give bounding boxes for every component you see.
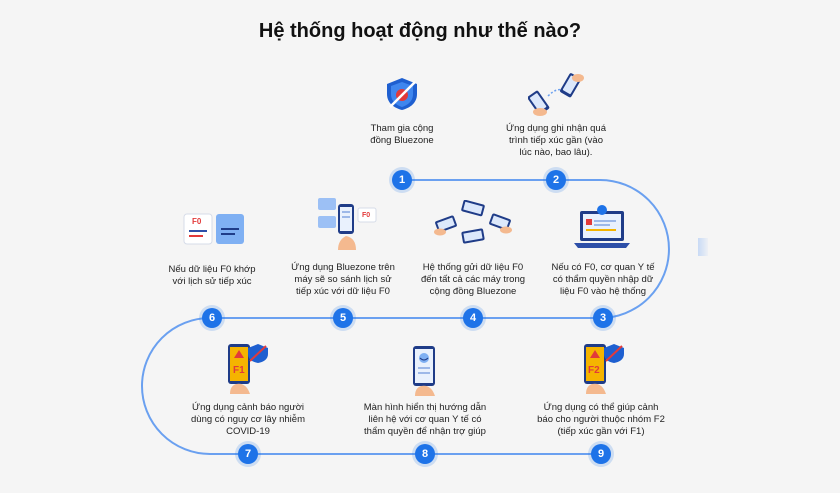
caption-line: Nếu có F0, cơ quan Y tế <box>551 262 655 273</box>
caption-line: liên hệ với cơ quan Y tế có <box>368 414 482 425</box>
caption-line: tiếp xúc với dữ liệu F0 <box>296 286 390 297</box>
caption-line: lúc nào, bao lâu). <box>519 147 593 158</box>
f1-tag: F1 <box>233 365 245 376</box>
caption-line: Hệ thống gửi dữ liệu F0 <box>422 262 524 273</box>
step-4-node: 4 <box>463 308 483 328</box>
f0-tag-small: F0 <box>362 212 370 219</box>
caption-line: đồng Bluezone <box>370 135 434 146</box>
caption-line: liệu F0 vào hệ thống <box>559 286 647 297</box>
step-5-caption: Ứng dụng Bluezone trên máy sẽ so sánh lị… <box>283 262 403 298</box>
step-7-caption: Ứng dụng cảnh báo người dùng có nguy cơ … <box>183 402 313 438</box>
caption-line: báo cho người thuộc nhóm F2 <box>537 414 665 425</box>
caption-line: dùng có nguy cơ lây nhiễm <box>191 414 305 425</box>
caption-line: đến tất cả các máy trong <box>420 274 526 285</box>
step-8-caption: Màn hình hiển thị hướng dẫn liên hệ với … <box>355 402 495 438</box>
step-1-node: 1 <box>392 170 412 190</box>
caption-line: với lịch sử tiếp xúc <box>172 276 252 287</box>
step-6-node: 6 <box>202 308 222 328</box>
caption-line: có thẩm quyền nhập dữ <box>552 274 654 285</box>
caption-line: máy sẽ so sánh lịch sử <box>294 274 392 285</box>
phone-f1-warning-icon: F1 <box>228 344 268 394</box>
step-2-caption: Ứng dụng ghi nhận quá trình tiếp xúc gần… <box>496 123 616 159</box>
caption-line: (tiếp xúc gần với F1) <box>557 426 645 437</box>
caption-line: thẩm quyền để nhận trợ giúp <box>364 426 486 437</box>
caption-line: cộng đồng Bluezone <box>429 286 517 297</box>
caption-line: Nếu dữ liệu F0 khớp <box>168 264 256 275</box>
step-8-node: 8 <box>415 444 435 464</box>
f2-tag: F2 <box>588 365 600 376</box>
bluezone-shield-icon <box>387 78 417 110</box>
step-6-caption: Nếu dữ liệu F0 khớp với lịch sử tiếp xúc <box>152 264 272 288</box>
step-4-caption: Hệ thống gửi dữ liệu F0 đến tất cả các m… <box>413 262 533 298</box>
step-3-caption: Nếu có F0, cơ quan Y tế có thẩm quyền nh… <box>543 262 663 298</box>
caption-line: trình tiếp xúc gần (vào <box>509 135 603 146</box>
caption-line: COVID-19 <box>226 426 270 437</box>
caption-line: Ứng dụng có thể giúp cảnh <box>543 402 659 413</box>
phones-broadcast-icon <box>434 200 512 244</box>
data-match-icon: F0 <box>183 213 244 245</box>
caption-line: Ứng dụng Bluezone trên <box>291 262 395 273</box>
caption-line: Ứng dụng cảnh báo người <box>191 402 305 413</box>
step-1-caption: Tham gia cộng đồng Bluezone <box>342 123 462 147</box>
step-9-node: 9 <box>591 444 611 464</box>
step-3-node: 3 <box>593 308 613 328</box>
step-7-node: 7 <box>238 444 258 464</box>
step-5-node: 5 <box>333 308 353 328</box>
caption-line: Ứng dụng ghi nhận quá <box>505 123 607 134</box>
right-edge-fade <box>698 238 708 256</box>
step-2-node: 2 <box>546 170 566 190</box>
caption-line: Tham gia cộng <box>370 123 434 134</box>
f0-tag: F0 <box>192 217 202 226</box>
phones-contact-icon <box>528 73 584 116</box>
caption-line: Màn hình hiển thị hướng dẫn <box>363 402 487 413</box>
phone-medical-guide-icon <box>413 346 435 396</box>
step-9-caption: Ứng dụng có thể giúp cảnh báo cho người … <box>531 402 671 438</box>
phone-compare-icon: F0 <box>318 198 377 250</box>
page-title: Hệ thống hoạt động như thế nào? <box>258 20 582 42</box>
laptop-icon <box>574 205 630 248</box>
phone-f2-warning-icon: F2 <box>584 344 624 394</box>
